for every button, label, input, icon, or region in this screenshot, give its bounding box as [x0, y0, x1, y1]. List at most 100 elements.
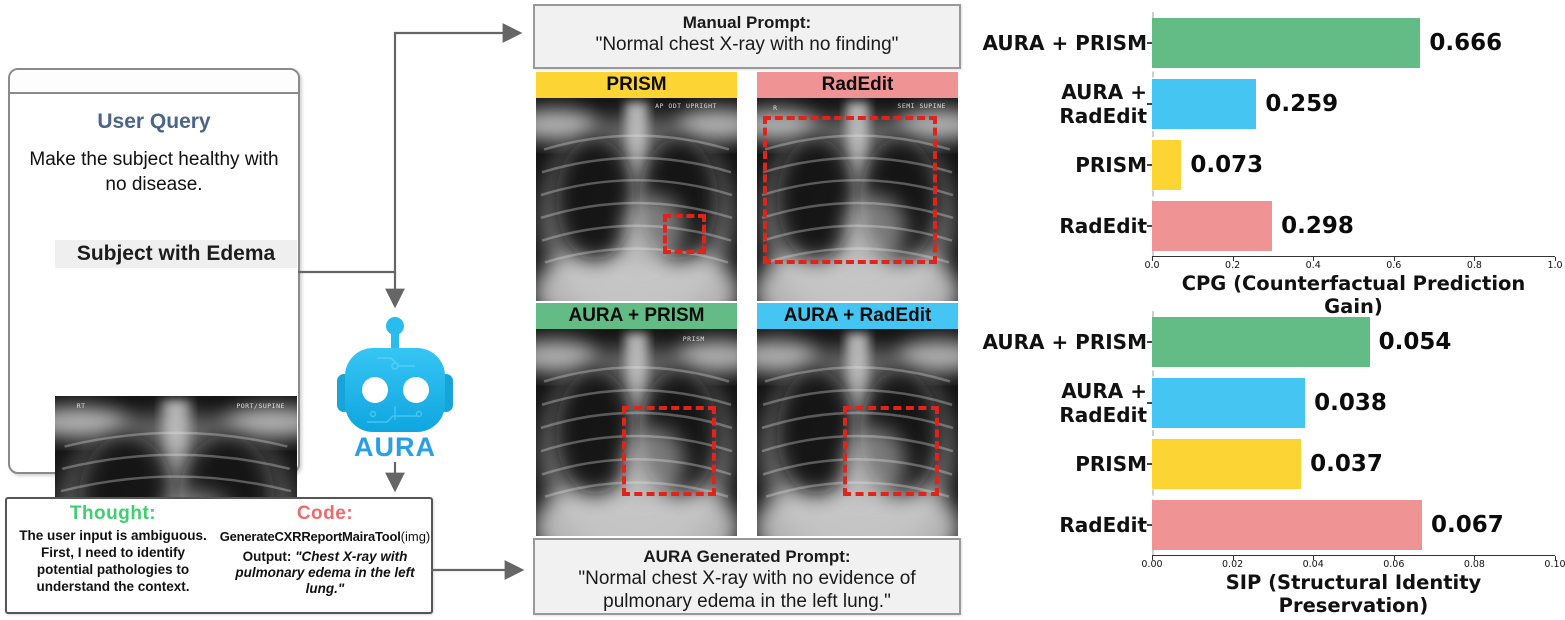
x-axis: 0.0 0.2 0.4 0.6 0.8 1.0 — [1144, 256, 1563, 272]
manual-prompt-text: "Normal chest X-ray with no finding" — [595, 34, 899, 55]
bar-value-label: 0.054 — [1378, 328, 1452, 355]
arrow-query-to-manual-prompt — [298, 23, 523, 274]
axis-tick-mark — [1555, 257, 1556, 261]
category-label: RadEdit — [1059, 512, 1147, 537]
category-tick-mark — [1147, 340, 1152, 343]
bar — [1152, 316, 1370, 367]
xray-corner-annotation: RT — [76, 402, 86, 411]
edit-region-highlight — [763, 116, 937, 265]
aura-prompt-text: "Normal chest X-ray with no evidence of … — [578, 568, 916, 612]
bar-area: 0.037 — [1152, 433, 1555, 494]
xray-method-header: PRISM — [536, 72, 737, 98]
axis-tick-mark — [1313, 556, 1315, 560]
aura-prompt-title: AURA Generated Prompt: — [643, 547, 851, 566]
axis-tick-label: 1.0 — [1547, 260, 1563, 271]
axis-tick-mark — [1232, 257, 1234, 261]
bar-value-label: 0.666 — [1429, 29, 1503, 56]
axis-tick-label: 0.04 — [1302, 559, 1324, 570]
output-label: Output: — [242, 549, 292, 564]
edit-region-highlight — [662, 213, 706, 255]
bar-value-label: 0.038 — [1314, 389, 1387, 416]
axis-tick-label: 0.10 — [1544, 559, 1565, 570]
chart-bar-row: RadEdit 0.067 — [973, 494, 1555, 555]
bar-area: 0.298 — [1152, 195, 1555, 256]
axis-tick-mark — [1152, 556, 1153, 560]
output-text: "Chest X-ray with pulmonary edema in the… — [235, 549, 415, 597]
aura-robot-icon — [337, 317, 453, 432]
category-label: PRISM — [1075, 451, 1147, 476]
edit-region-highlight — [622, 405, 716, 497]
bar — [1152, 377, 1306, 428]
xray-corner-annotation: SEMI SUPINE — [897, 102, 946, 111]
aura-generated-prompt-box: AURA Generated Prompt: "Normal chest X-r… — [533, 538, 961, 615]
category-tick-mark — [1147, 401, 1152, 404]
category-tick-mark — [1147, 462, 1152, 465]
code-output: Output: "Chest X-ray with pulmonary edem… — [219, 549, 431, 598]
bar — [1152, 139, 1182, 190]
category-tick-mark — [1147, 224, 1152, 227]
axis-tick-mark — [1393, 556, 1395, 560]
thought-column: Thought: The user input is ambiguous. Fi… — [7, 499, 219, 612]
panel-top-bar — [10, 70, 298, 94]
axis-tick-mark — [1474, 556, 1476, 560]
user-query-text: Make the subject healthy with no disease… — [29, 149, 279, 195]
xray-method-header: RadEdit — [757, 72, 958, 98]
manual-prompt-box: Manual Prompt: "Normal chest X-ray with … — [533, 4, 961, 69]
zero-gridline — [1152, 12, 1154, 256]
category-tick-mark — [1147, 523, 1152, 526]
chest-xray-image — [757, 329, 958, 536]
axis-tick-label: 0.2 — [1225, 260, 1241, 271]
chest-xray-image — [757, 98, 958, 301]
xray-image-frame — [757, 329, 958, 536]
category-tick-mark — [1147, 163, 1152, 166]
bar-value-label: 0.067 — [1431, 511, 1504, 538]
axis-tick-label: 0.06 — [1383, 559, 1405, 570]
axis-title: CPG (Counterfactual Prediction Gain) — [1181, 272, 1526, 318]
user-query-title: User Query — [97, 110, 211, 133]
axis-tick-mark — [1555, 556, 1556, 560]
code-function-arg: (img) — [400, 529, 431, 544]
axis-tick-mark — [1474, 257, 1476, 261]
aura-robot-label: AURA — [354, 432, 436, 462]
zero-gridline — [1152, 311, 1154, 555]
axis-tick-mark — [1313, 257, 1315, 261]
bar-area: 0.054 — [1152, 311, 1555, 372]
bar-area: 0.067 — [1152, 494, 1555, 555]
bar-value-label: 0.259 — [1265, 90, 1339, 117]
bar-area: 0.259 — [1152, 73, 1555, 134]
xray-panel-prism: PRISM AP ODT UPRIGHT — [536, 72, 737, 301]
axis-tick-label: 0.6 — [1386, 260, 1402, 271]
axis-tick-label: 0.0 — [1144, 260, 1160, 271]
category-label: AURA + RadEdit — [1059, 378, 1147, 427]
xray-panel-aura-prism: AURA + PRISM PRISM — [536, 303, 737, 536]
edit-region-highlight — [843, 405, 939, 497]
axis-tick-label: 0.4 — [1305, 260, 1321, 271]
bar — [1152, 499, 1422, 550]
thought-title: Thought: — [69, 503, 157, 524]
user-query-panel: User Query Make the subject healthy with… — [8, 68, 300, 596]
manual-prompt-title: Manual Prompt: — [682, 13, 812, 32]
category-label: RadEdit — [1059, 213, 1147, 238]
axis-title: SIP (Structural Identity Preservation) — [1225, 571, 1482, 617]
xray-corner-annotation: PRISM — [682, 335, 705, 344]
axis-tick-label: 0.08 — [1463, 559, 1485, 570]
axis-tick-label: 0.8 — [1466, 260, 1482, 271]
category-label: PRISM — [1075, 152, 1147, 177]
chart-bar-row: AURA + RadEdit 0.038 — [973, 372, 1555, 433]
bar-area: 0.073 — [1152, 134, 1555, 195]
category-tick-mark — [1147, 41, 1152, 44]
xray-image-frame: PRISM — [536, 329, 737, 536]
xray-method-header: AURA + PRISM — [536, 303, 737, 329]
axis-tick-mark — [1232, 556, 1234, 560]
code-function-name: GenerateCXRReportMairaTool — [219, 529, 401, 544]
bar — [1152, 438, 1302, 489]
